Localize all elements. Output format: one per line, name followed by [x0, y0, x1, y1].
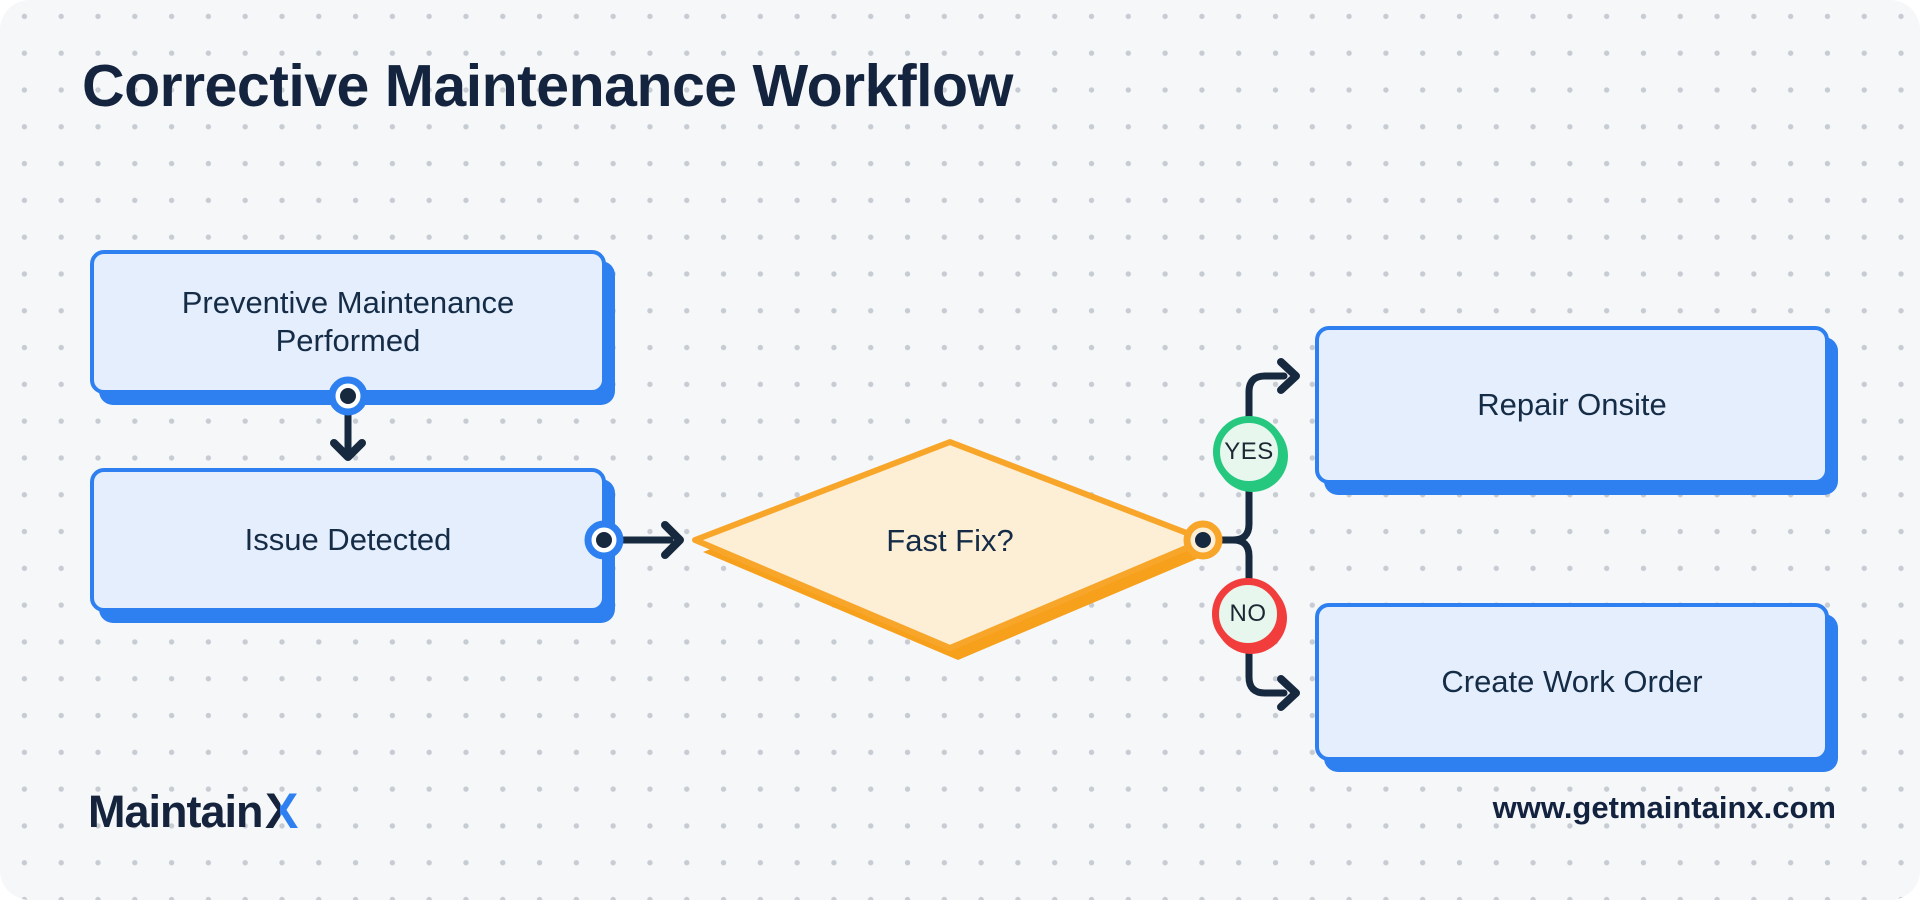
connector-no-branch — [1229, 536, 1288, 697]
maintainx-logo: Maintain X — [88, 782, 314, 834]
connection-node-pm — [328, 376, 368, 416]
page-title: Corrective Maintenance Workflow — [82, 53, 1013, 119]
connection-node-decision — [1183, 520, 1223, 560]
process-box-preventive-maintenance: Preventive Maintenance Performed — [90, 250, 606, 394]
decision-label-fast-fix: Fast Fix? — [886, 523, 1014, 558]
yes-badge: YES — [1213, 416, 1285, 488]
no-badge: NO — [1212, 578, 1284, 650]
arrowhead-down-icon — [330, 439, 366, 461]
process-label: Repair Onsite — [1477, 387, 1667, 423]
process-box-repair-onsite: Repair Onsite — [1315, 326, 1829, 484]
logo-wordmark: Maintain — [88, 786, 264, 837]
website-url: www.getmaintainx.com — [1492, 790, 1836, 825]
logo-x-glyph: X — [265, 784, 298, 834]
process-box-create-work-order: Fast Fix? Create Work Order — [1315, 603, 1829, 761]
process-label: Issue Detected — [244, 522, 452, 558]
process-label: Create Work Order — [1441, 664, 1703, 700]
process-label: Preventive Maintenance Performed — [181, 285, 515, 358]
arrowhead-right-icon — [661, 521, 684, 559]
logo-x-icon: X — [265, 784, 298, 834]
arrowhead-no-icon — [1277, 675, 1300, 711]
arrowhead-yes-icon — [1277, 358, 1300, 394]
connection-node-issue — [584, 520, 624, 560]
